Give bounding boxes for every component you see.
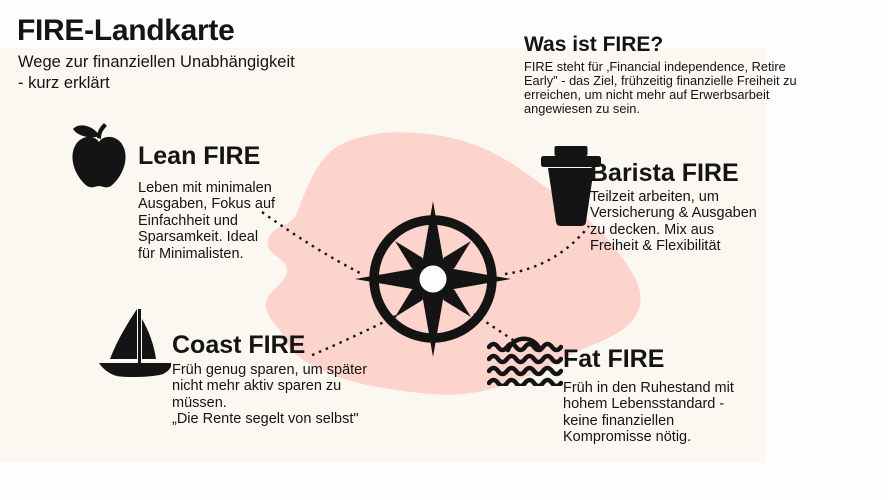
section-heading: Lean FIRE [138,142,261,170]
section-body: Früh in den Ruhestand mit hohem Lebensst… [563,380,734,446]
connector-lean [261,211,363,276]
section-heading: Barista FIRE [590,159,739,187]
info-heading: Was ist FIRE? [524,33,664,56]
section-body: Teilzeit arbeiten, um Versicherung & Aus… [590,189,757,255]
section-heading: Fat FIRE [563,345,665,373]
section-heading: Coast FIRE [172,331,306,359]
waves-sun-icon [487,336,563,386]
apple-icon [72,123,126,188]
page-subtitle: Wege zur finanziellen Unabhängigkeit - k… [18,53,295,92]
compass-icon [355,201,511,357]
section-body: Leben mit minimalen Ausgaben, Fokus auf … [138,180,276,262]
sailboat-icon [99,309,172,378]
page-title: FIRE-Landkarte [17,14,235,47]
info-body: FIRE steht für ‚Financial independence, … [524,59,797,116]
section-body: Früh genug sparen, um später nicht mehr … [172,362,368,428]
coffee-cup-icon [541,146,601,226]
